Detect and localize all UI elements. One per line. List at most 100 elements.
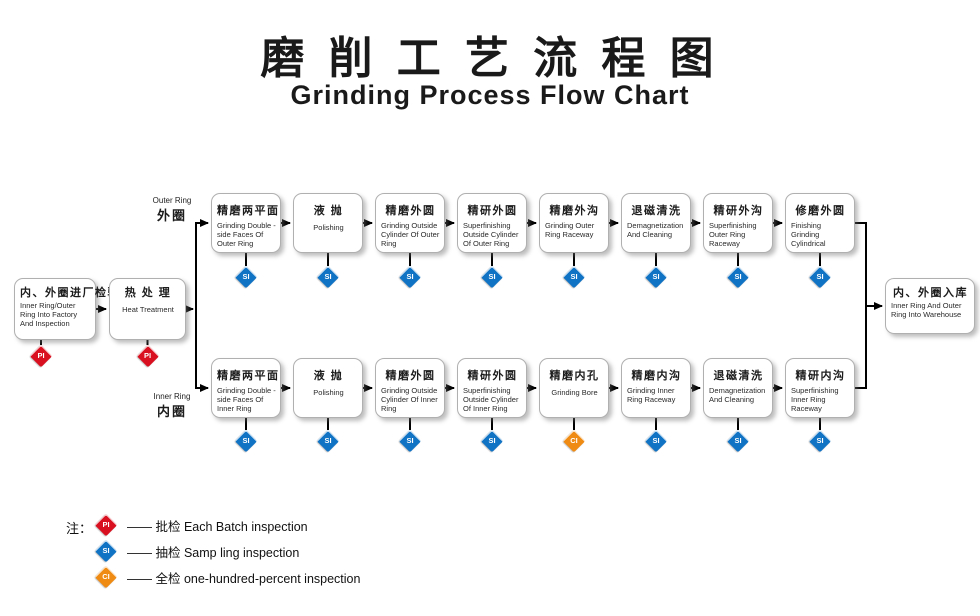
inspection-marker-inner-1: SI	[234, 429, 258, 453]
inspection-marker-outer-6-code: SI	[652, 272, 660, 281]
node-outer-step-7-en-label: Superfinishing Outer Ring Raceway	[709, 221, 757, 248]
node-inner-step-2: 液 抛 Polishing	[293, 358, 363, 418]
node-inner-step-2-cn-label: 液 抛	[313, 370, 344, 382]
node-outer-step-6: 退磁清洗 Demagnetization And Cleaning	[621, 193, 691, 253]
node-outer-step-1: 精磨两平面 Grinding Double -side Faces Of Oute…	[211, 193, 281, 253]
node-outer-step-5: 精磨外沟 Grinding Outer Ring Raceway	[539, 193, 609, 253]
node-inner-step-5-en-label: Grinding Bore	[551, 388, 598, 397]
node-inner-step-3-cn-label: 精磨外圆	[385, 370, 436, 382]
legend-note-label: 注：	[66, 521, 93, 536]
node-inner-step-8: 精研内沟 Superfinishing Inner Ring Raceway	[785, 358, 855, 418]
node-outer-step-3-en-label: Grinding Outside Cylinder Of Outer Ring	[381, 221, 440, 248]
node-heat-treatment-cn-label: 热 处 理	[124, 287, 172, 299]
branch-label-outer-ring-en: Outer Ring	[152, 196, 192, 205]
branch-label-outer-ring: Outer Ring 外圈	[146, 196, 198, 224]
node-inner-step-4-en-label: Superfinishing Outside Cylinder Of Inner…	[463, 386, 519, 413]
node-inner-step-7: 退磁清洗 Demagnetization And Cleaning	[703, 358, 773, 418]
page-title: 磨 削 工 艺 流 程 图	[260, 34, 720, 83]
node-heat-treatment-en-label: Heat Treatment	[122, 305, 174, 314]
node-inner-step-8-en-label: Superfinishing Inner Ring Raceway	[791, 386, 839, 413]
node-inner-step-6-cn-label: 精磨内沟	[631, 370, 682, 382]
node-inner-step-5: 精磨内孔 Grinding Bore	[539, 358, 609, 418]
inspection-marker-inner-2: SI	[316, 429, 340, 453]
legend-code-si: SI	[102, 546, 110, 555]
node-incoming-inspection: 内、外圈进厂检验 Inner Ring/Outer Ring Into Facto…	[14, 278, 120, 340]
inspection-marker-outer-1-code: SI	[242, 272, 250, 281]
node-outer-step-3: 精磨外圆 Grinding Outside Cylinder Of Outer R…	[375, 193, 445, 253]
inspection-marker-outer-7: SI	[726, 265, 750, 289]
node-outer-step-1-en-label: Grinding Double -side Faces Of Outer Rin…	[217, 221, 276, 248]
legend-item-ci: CI —— 全检 one-hundred-percent inspection	[94, 564, 360, 590]
inspection-marker-inner-5-code: CI	[570, 436, 578, 445]
node-warehouse-en-label: Inner Ring And Outer Ring Into Warehouse	[891, 301, 962, 319]
node-outer-step-5-en-label: Grinding Outer Ring Raceway	[545, 221, 595, 239]
inspection-marker-inner-6: SI	[644, 429, 668, 453]
legend-ci-diamond: CI	[94, 565, 118, 589]
inspection-marker-outer-8-code: SI	[816, 272, 824, 281]
legend-pi-diamond: PI	[94, 513, 118, 537]
node-inner-step-7-en-label: Demagnetization And Cleaning	[709, 386, 766, 404]
inspection-marker-outer-2: SI	[316, 265, 340, 289]
node-inner-step-6: 精磨内沟 Grinding Inner Ring Raceway	[621, 358, 691, 418]
node-outer-step-7-cn-label: 精研外沟	[713, 205, 764, 217]
legend-item-si: SI —— 抽检 Samp ling inspection	[94, 538, 360, 564]
node-outer-step-3-cn-label: 精磨外圆	[385, 205, 436, 217]
node-incoming-inspection-cn-label: 内、外圈进厂检验	[20, 287, 120, 299]
node-inner-step-7-cn-label: 退磁清洗	[713, 370, 764, 382]
inspection-marker-inner-6-code: SI	[652, 436, 660, 445]
node-outer-step-6-en-label: Demagnetization And Cleaning	[627, 221, 684, 239]
inspection-marker-inner-7-code: SI	[734, 436, 742, 445]
node-incoming-inspection-en-label: Inner Ring/Outer Ring Into Factory And I…	[20, 301, 78, 328]
node-outer-step-1-cn-label: 精磨两平面	[217, 205, 280, 217]
node-inner-step-1-cn-label: 精磨两平面	[217, 370, 280, 382]
node-outer-step-5-cn-label: 精磨外沟	[549, 205, 600, 217]
node-inner-step-3-en-label: Grinding Outside Cylinder Of Inner Ring	[381, 386, 438, 413]
inspection-marker-inner-1-code: SI	[242, 436, 250, 445]
branch-label-outer-ring-cn: 外圈	[156, 208, 187, 223]
node-inner-step-8-cn-label: 精研内沟	[795, 370, 846, 382]
inspection-marker-inner-3: SI	[398, 429, 422, 453]
inspection-marker-inner-5: CI	[562, 429, 586, 453]
node-inner-step-1: 精磨两平面 Grinding Double -side Faces Of Inne…	[211, 358, 281, 418]
node-inner-step-5-cn-label: 精磨内孔	[549, 370, 600, 382]
inspection-marker-start-0: PI	[29, 344, 53, 368]
inspection-marker-inner-4: SI	[480, 429, 504, 453]
node-heat-treatment: 热 处 理 Heat Treatment	[109, 278, 186, 340]
inspection-marker-start-0-code: PI	[37, 351, 45, 360]
inspection-marker-inner-2-code: SI	[324, 436, 332, 445]
inspection-marker-inner-8-code: SI	[816, 436, 824, 445]
inspection-marker-inner-4-code: SI	[488, 436, 496, 445]
branch-label-inner-ring-en: Inner Ring	[153, 392, 191, 401]
inspection-marker-outer-7-code: SI	[734, 272, 742, 281]
node-inner-step-3: 精磨外圆 Grinding Outside Cylinder Of Inner R…	[375, 358, 445, 418]
node-outer-step-2-cn-label: 液 抛	[313, 205, 344, 217]
legend-item-pi: PI—— 批检 Each Batch inspection	[94, 512, 360, 538]
inspection-marker-outer-2-code: SI	[324, 272, 332, 281]
node-inner-step-1-en-label: Grinding Double -side Faces Of Inner Rin…	[217, 386, 276, 413]
legend-code-pi: PI	[102, 520, 110, 529]
page-subtitle: Grinding Process Flow Chart	[290, 80, 690, 110]
legend-text-ci: —— 全检 one-hundred-percent inspection	[127, 571, 361, 586]
inspection-marker-outer-8: SI	[808, 265, 832, 289]
inspection-marker-outer-5: SI	[562, 265, 586, 289]
node-inner-step-6-en-label: Grinding Inner Ring Raceway	[627, 386, 676, 404]
node-outer-step-6-cn-label: 退磁清洗	[631, 205, 682, 217]
inspection-marker-outer-3-code: SI	[406, 272, 414, 281]
inspection-marker-outer-4-code: SI	[488, 272, 496, 281]
legend-si-diamond: SI	[94, 539, 118, 563]
legend-text-si: —— 抽检 Samp ling inspection	[127, 545, 300, 560]
inspection-marker-outer-1: SI	[234, 265, 258, 289]
legend-code-ci: CI	[102, 572, 110, 581]
node-outer-step-8-cn-label: 修磨外圆	[795, 205, 846, 217]
branch-label-inner-ring: Inner Ring 内圈	[146, 392, 198, 420]
inspection-marker-inner-7: SI	[726, 429, 750, 453]
node-outer-step-4-cn-label: 精研外圆	[467, 205, 518, 217]
node-inner-step-2-en-label: Polishing	[313, 388, 344, 397]
